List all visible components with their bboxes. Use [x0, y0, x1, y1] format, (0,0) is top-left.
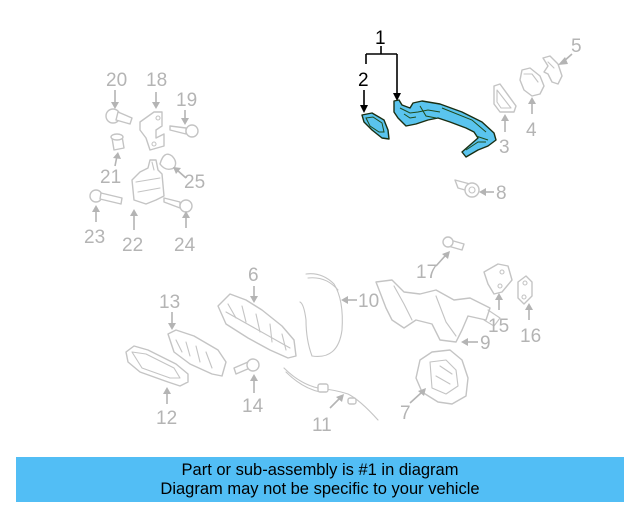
callout-label-6[interactable]: 6 — [248, 265, 259, 286]
callout-20-arrow — [111, 90, 119, 109]
callout-8-arrow — [479, 188, 494, 196]
info-banner: Part or sub-assembly is #1 in diagram Di… — [16, 457, 624, 502]
callout-17-arrow — [435, 251, 450, 267]
part-15-plate — [483, 263, 513, 295]
callout-4-arrow — [528, 97, 536, 114]
callout-12-arrow — [163, 387, 171, 404]
part-6-inside-handle-frame — [217, 293, 297, 359]
callout-16-arrow — [525, 303, 533, 320]
part-17-screw — [442, 236, 465, 251]
callout-label-25[interactable]: 25 — [184, 172, 205, 193]
callout-label-22[interactable]: 22 — [122, 235, 143, 256]
callout-9-arrow — [461, 338, 478, 346]
callout-label-10[interactable]: 10 — [358, 291, 379, 312]
callout-label-7[interactable]: 7 — [400, 403, 411, 424]
part-14-screw — [233, 358, 260, 375]
callout-label-16[interactable]: 16 — [520, 326, 541, 347]
callout-label-24[interactable]: 24 — [174, 235, 196, 256]
callout-label-15[interactable]: 15 — [488, 316, 509, 337]
callout-15-arrow — [495, 293, 503, 310]
callout-label-5[interactable]: 5 — [571, 36, 582, 57]
part-19-screw — [169, 124, 199, 138]
callout-label-2[interactable]: 2 — [358, 70, 369, 91]
callout-5-arrow — [558, 53, 573, 65]
callout-22-arrow — [130, 209, 138, 230]
callout-label-14[interactable]: 14 — [242, 396, 264, 417]
callout-7-arrow — [409, 388, 426, 404]
callout-11-arrow — [329, 394, 344, 409]
callout-label-1[interactable]: 1 — [375, 28, 386, 49]
callout-label-8[interactable]: 8 — [496, 183, 507, 204]
callout-14-arrow — [250, 374, 258, 393]
part-18-bracket — [139, 111, 165, 151]
callout-label-9[interactable]: 9 — [480, 333, 491, 354]
callout-label-3[interactable]: 3 — [499, 137, 510, 158]
part-23-bolt — [89, 189, 123, 205]
part-8-screw — [454, 179, 480, 198]
part-3-handle-pad — [493, 83, 517, 113]
part-20-bolt — [105, 108, 133, 125]
part-1-outside-handle[interactable] — [393, 99, 497, 158]
part-25-cap — [159, 153, 177, 171]
part-11-handle-cable — [283, 367, 379, 421]
callout-label-4[interactable]: 4 — [526, 120, 537, 141]
part-13-handle-bezel — [167, 329, 227, 377]
callout-1-bracket — [365, 46, 401, 101]
part-7-door-lock-actuator — [415, 349, 469, 405]
callout-label-19[interactable]: 19 — [176, 90, 197, 111]
part-2-gasket[interactable] — [361, 112, 390, 140]
part-22-striker — [131, 159, 165, 205]
callout-13-arrow — [168, 312, 176, 330]
callout-19-arrow — [181, 110, 189, 125]
callout-25-arrow — [173, 167, 187, 179]
part-16-gasket — [517, 275, 533, 305]
banner-line-part-number: Part or sub-assembly is #1 in diagram — [181, 460, 459, 479]
part-9-outside-handle-frame — [375, 279, 501, 343]
callout-3-arrow — [501, 114, 509, 132]
callout-label-17[interactable]: 17 — [416, 262, 437, 283]
callout-18-arrow — [152, 92, 160, 109]
callout-21-arrow — [113, 152, 121, 167]
part-21-cap — [110, 133, 125, 151]
banner-line-disclaimer: Diagram may not be specific to your vehi… — [160, 479, 480, 498]
callout-24-arrow — [182, 211, 190, 228]
callout-label-20[interactable]: 20 — [106, 70, 127, 91]
part-24-screw — [163, 197, 193, 213]
part-4-cap-pad — [519, 67, 545, 97]
callout-label-23[interactable]: 23 — [84, 227, 105, 248]
callout-2-arrow — [360, 90, 368, 113]
callout-label-12[interactable]: 12 — [156, 408, 177, 429]
part-5-key-cylinder-cap — [542, 55, 563, 85]
part-10-lock-cable — [299, 273, 343, 358]
callout-23-arrow — [92, 205, 100, 222]
part-12-inside-handle — [125, 345, 189, 387]
callout-6-arrow — [250, 286, 258, 303]
callout-label-18[interactable]: 18 — [146, 70, 167, 91]
callout-label-11[interactable]: 11 — [312, 415, 332, 436]
callout-10-arrow — [341, 296, 357, 304]
callout-label-13[interactable]: 13 — [159, 292, 180, 313]
callout-label-21[interactable]: 21 — [100, 167, 121, 188]
